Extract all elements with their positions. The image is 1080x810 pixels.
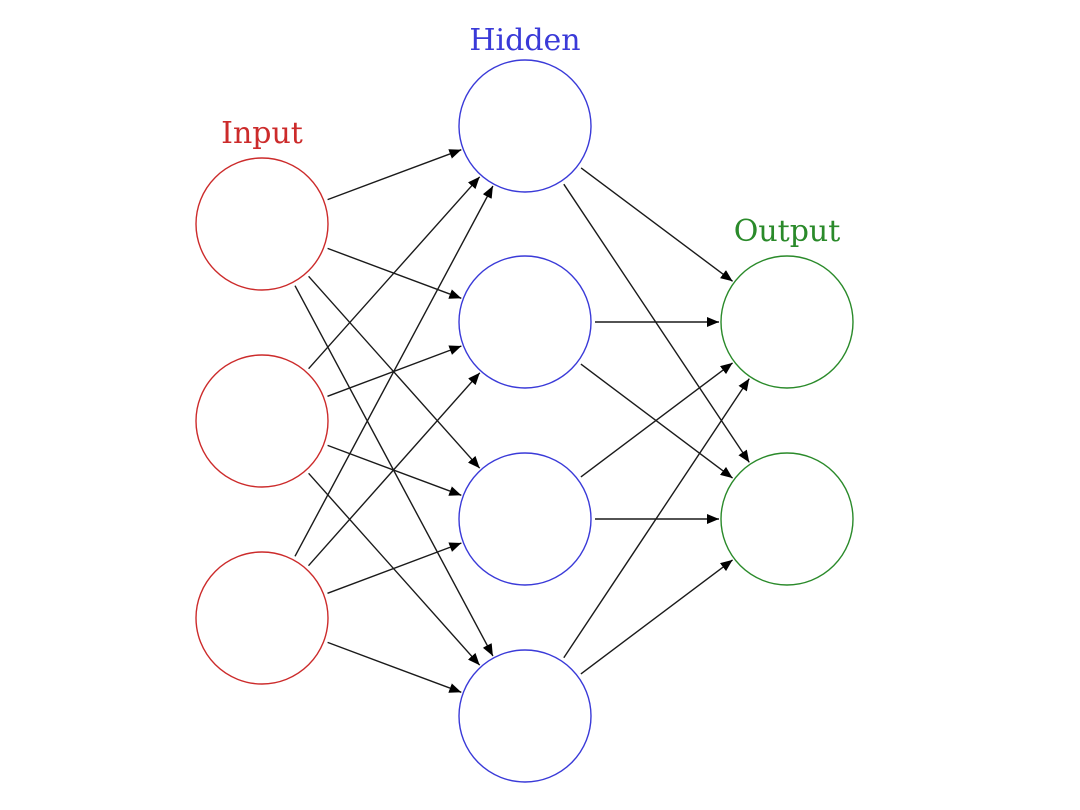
connection-edges: [294, 149, 750, 693]
input-node-2: [195, 354, 329, 488]
edge-input-3-to-hidden-2: [307, 372, 481, 567]
hidden-node-1: [458, 59, 592, 193]
neuron-nodes: [195, 59, 854, 783]
edge-hidden-3-to-output-1: [580, 362, 734, 478]
edge-input-3-to-hidden-1: [294, 185, 494, 557]
input-layer-label: Input: [221, 116, 303, 151]
hidden-node-3: [458, 452, 592, 586]
hidden-node-2: [458, 255, 592, 389]
output-node-1: [720, 255, 854, 389]
edge-input-2-to-hidden-1: [308, 176, 481, 370]
output-node-2: [720, 452, 854, 586]
edge-input-3-to-hidden-4: [327, 641, 462, 693]
edge-hidden-2-to-output-2: [580, 363, 734, 479]
edge-hidden-1-to-output-1: [580, 167, 734, 282]
edge-hidden-1-to-output-2: [563, 183, 750, 463]
edge-input-2-to-hidden-4: [308, 472, 481, 666]
hidden-node-4: [458, 649, 592, 783]
edge-input-2-to-hidden-3: [327, 444, 462, 496]
hidden-layer-label: Hidden: [469, 23, 580, 58]
input-node-3: [195, 551, 329, 685]
edge-hidden-4-to-output-2: [580, 559, 734, 675]
input-node-1: [195, 157, 329, 291]
edge-hidden-4-to-output-1: [563, 378, 750, 659]
edge-input-3-to-hidden-3: [327, 542, 462, 594]
output-layer-label: Output: [734, 214, 841, 249]
edge-input-1-to-hidden-1: [327, 149, 462, 201]
